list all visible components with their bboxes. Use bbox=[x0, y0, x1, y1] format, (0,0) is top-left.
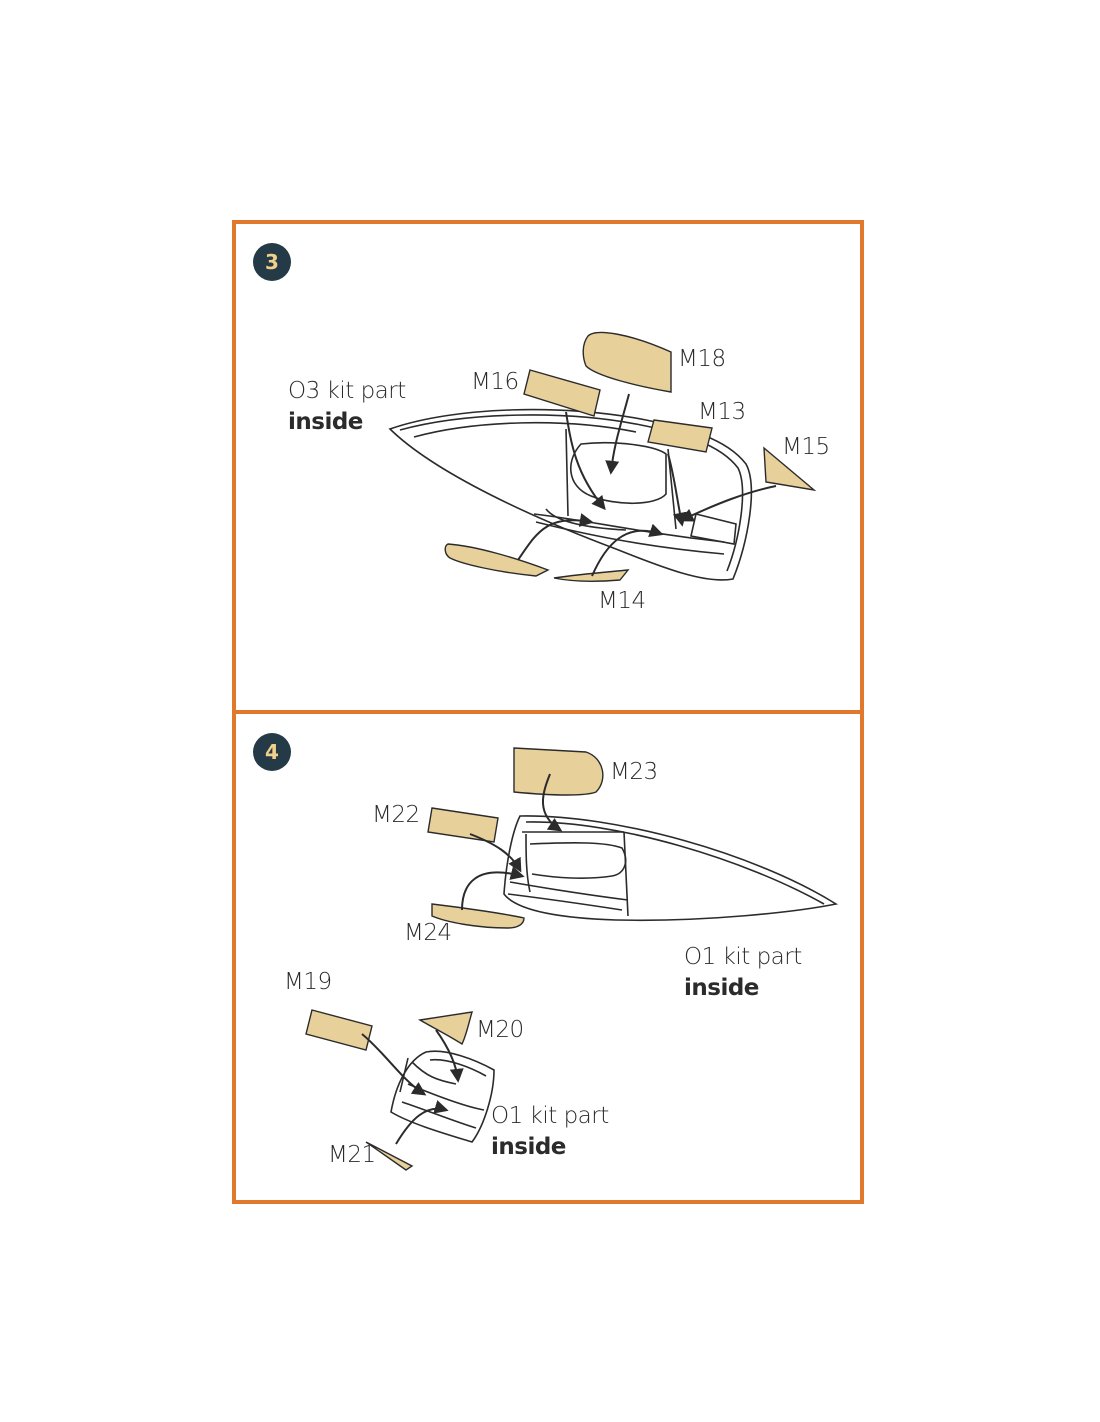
mask-label-m15: M15 bbox=[782, 434, 830, 460]
mask-label-m18: M18 bbox=[678, 346, 726, 372]
mask-label-m13: M13 bbox=[698, 399, 746, 425]
mask-label-m22: M22 bbox=[372, 802, 420, 828]
step-number-badge: 3 bbox=[253, 243, 291, 281]
step-4-diagram bbox=[305, 747, 839, 1171]
kit-part-note: O1 kit part inside bbox=[684, 944, 802, 1001]
mask-label-m19: M19 bbox=[284, 969, 332, 995]
step-3-diagram bbox=[388, 331, 817, 583]
placement-arrows bbox=[361, 773, 563, 1145]
mask-m19-shape bbox=[305, 1009, 373, 1051]
canopy-o1-drawing bbox=[503, 815, 839, 922]
mask-label-m24: M24 bbox=[404, 920, 452, 946]
step-3-panel: 3 bbox=[232, 220, 864, 714]
mask-m14a-shape bbox=[444, 543, 550, 577]
mask-m14b-shape bbox=[553, 569, 630, 583]
small-kit-part-note: O1 kit part inside bbox=[491, 1103, 609, 1160]
mask-label-m21: M21 bbox=[328, 1142, 376, 1168]
mask-m15-shape bbox=[763, 446, 817, 492]
mask-label-m16: M16 bbox=[471, 369, 519, 395]
canopy-o3-drawing bbox=[388, 408, 753, 581]
mask-label-m20: M20 bbox=[476, 1017, 524, 1043]
mask-label-m23: M23 bbox=[610, 759, 658, 785]
mask-m20-shape bbox=[417, 1011, 473, 1046]
mask-label-m14: M14 bbox=[598, 588, 646, 614]
mask-m16-shape bbox=[523, 369, 601, 417]
mask-m22-shape bbox=[427, 807, 499, 843]
mask-m24-shape bbox=[431, 903, 525, 929]
mask-m18-shape bbox=[582, 331, 672, 393]
step-4-panel: 4 bbox=[232, 710, 864, 1204]
kit-part-note: O3 kit part inside bbox=[288, 378, 406, 435]
mask-m21-shape bbox=[365, 1141, 414, 1171]
placement-arrows bbox=[517, 393, 777, 577]
step-number-badge: 4 bbox=[253, 733, 291, 771]
mask-m13-shape bbox=[647, 419, 713, 453]
mask-m23-shape bbox=[513, 747, 604, 796]
